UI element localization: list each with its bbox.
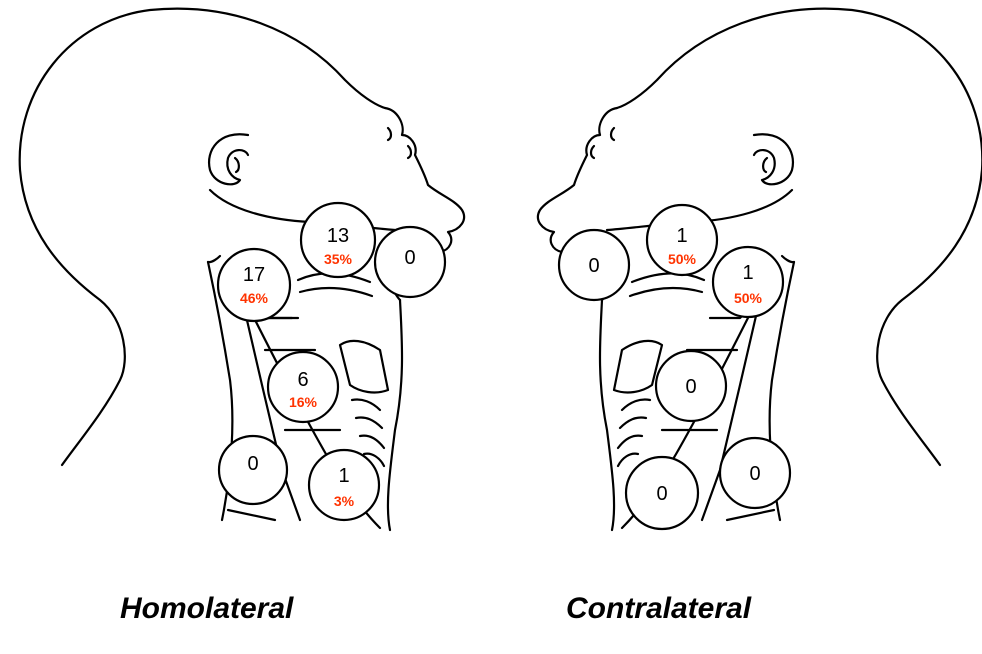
node-submandibular: 0 — [559, 230, 629, 300]
contralateral-figure: 1 50% 0 1 50% 0 0 0 — [538, 9, 982, 530]
node-lower-jugular: 1 3% — [309, 450, 379, 520]
homolateral-caption: Homolateral — [120, 592, 293, 626]
homolateral-figure: 13 35% 0 17 46% 6 16% 0 1 3% — [20, 9, 464, 530]
node-percent: 50% — [734, 290, 763, 306]
node-upper-jugular: 17 46% — [218, 249, 290, 321]
node-count: 6 — [297, 369, 308, 391]
node-count: 0 — [685, 376, 696, 398]
node-percent: 35% — [324, 251, 353, 267]
node-submandibular: 0 — [375, 227, 445, 297]
node-percent: 50% — [668, 251, 697, 267]
node-count: 0 — [404, 247, 415, 269]
node-submental: 13 35% — [301, 203, 375, 277]
node-upper-jugular: 1 50% — [713, 247, 783, 317]
node-count: 17 — [243, 264, 265, 286]
node-count: 0 — [749, 463, 760, 485]
node-count: 1 — [338, 465, 349, 487]
node-count: 0 — [247, 453, 258, 475]
node-posterior-triangle: 0 — [720, 438, 790, 508]
node-lower-jugular: 0 — [626, 457, 698, 529]
node-submental: 1 50% — [647, 205, 717, 275]
node-posterior-triangle: 0 — [219, 436, 287, 504]
node-count: 0 — [588, 255, 599, 277]
node-count: 1 — [676, 225, 687, 247]
node-count: 0 — [656, 483, 667, 505]
contralateral-caption: Contralateral — [566, 592, 751, 626]
node-percent: 3% — [334, 493, 355, 509]
node-mid-jugular: 0 — [656, 351, 726, 421]
node-percent: 46% — [240, 290, 269, 306]
node-count: 13 — [327, 225, 349, 247]
node-mid-jugular: 6 16% — [268, 352, 338, 422]
node-percent: 16% — [289, 394, 318, 410]
node-count: 1 — [742, 262, 753, 284]
